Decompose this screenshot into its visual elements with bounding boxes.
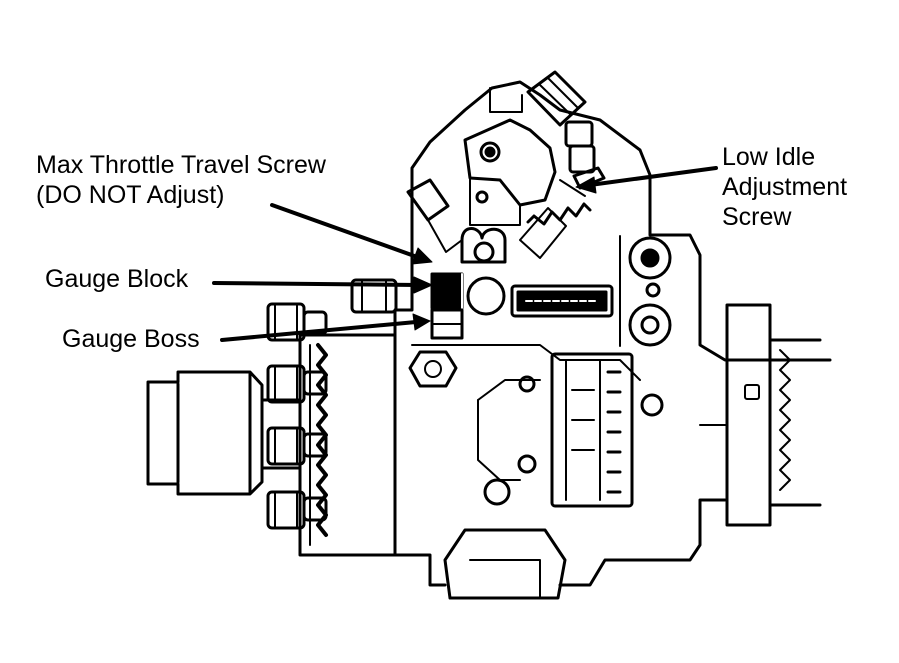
throttle-assembly bbox=[406, 70, 606, 264]
mounting-flange bbox=[699, 303, 822, 527]
drive-hub bbox=[146, 370, 302, 496]
arrowhead-gauge-boss bbox=[412, 313, 431, 331]
callout-max-throttle-line1: Max Throttle Travel Screw bbox=[36, 151, 326, 179]
center-plug bbox=[466, 276, 506, 316]
leader-gauge-block bbox=[212, 281, 420, 287]
callout-low-idle-line3: Screw bbox=[722, 203, 792, 231]
leader-max-throttle bbox=[270, 203, 422, 260]
callout-gauge-boss: Gauge Boss bbox=[62, 325, 200, 353]
fitting-3 bbox=[266, 426, 328, 466]
callout-max-throttle-screw: Max Throttle Travel Screw (DO NOT Adjust… bbox=[36, 150, 326, 210]
fitting-4 bbox=[266, 490, 328, 530]
gauge-boss-part bbox=[430, 308, 464, 340]
bolts bbox=[408, 350, 664, 506]
delivery-fittings bbox=[266, 278, 398, 530]
callout-gauge-block: Gauge Block bbox=[45, 265, 189, 293]
callout-low-idle-line2: Adjustment bbox=[722, 173, 848, 201]
hydraulic-head bbox=[298, 333, 397, 557]
nameplate bbox=[510, 284, 614, 318]
shutoff-plate bbox=[550, 352, 634, 508]
leader-gauge-boss bbox=[220, 320, 418, 342]
callout-max-throttle-line2: (DO NOT Adjust) bbox=[36, 181, 225, 209]
advance-bosses bbox=[619, 235, 672, 347]
pump-housing bbox=[393, 80, 832, 600]
arrowhead-gauge-block bbox=[413, 276, 433, 294]
arrowhead-low-idle bbox=[575, 176, 597, 194]
leader-lines bbox=[212, 166, 718, 342]
leader-low-idle bbox=[588, 166, 718, 187]
gauge-block-part bbox=[430, 272, 464, 310]
callout-low-idle-line1: Low Idle bbox=[722, 143, 816, 171]
fitting-2 bbox=[266, 364, 328, 404]
callout-low-idle-screw: Low Idle Adjustment Screw bbox=[722, 142, 847, 232]
arrowhead-max-throttle bbox=[411, 247, 433, 265]
